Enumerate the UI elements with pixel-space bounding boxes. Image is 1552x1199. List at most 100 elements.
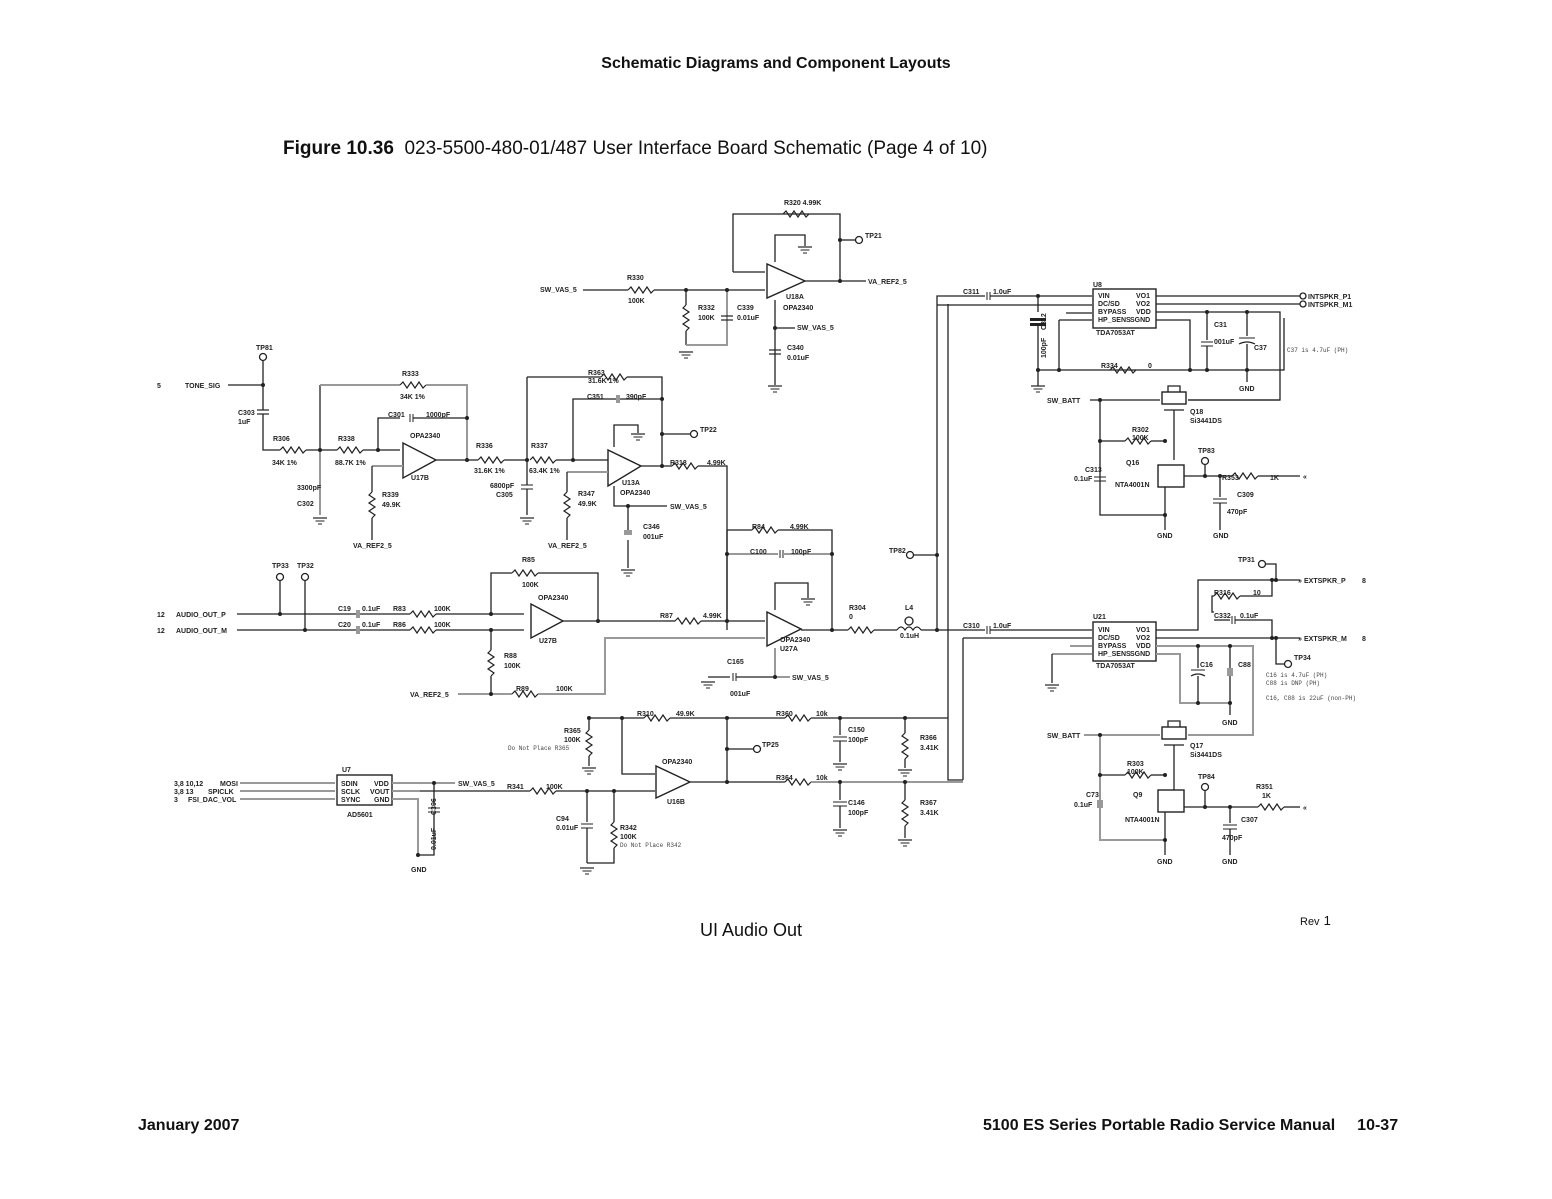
c301-value: 1000pF xyxy=(426,412,451,419)
net-fsi-dac-vol: FSI_DAC_VOL xyxy=(188,797,237,804)
rev-value: 1 xyxy=(1323,913,1331,928)
c346-value: 001uF xyxy=(643,534,664,541)
tp25-label: TP25 xyxy=(762,742,779,749)
tp34-label: TP34 xyxy=(1294,655,1311,662)
net-sw-vas-4: SW_VAS_5 xyxy=(792,675,829,682)
u21-amplifier-section: C310 1.0uF U21 VIN DC/SD BYPASS HP_SENS … xyxy=(962,557,1366,780)
r367-label: R367 xyxy=(920,800,937,807)
r338-label: R338 xyxy=(338,436,355,443)
u7-pin-vdd: VDD xyxy=(374,781,389,788)
c309-value: 470pF xyxy=(1227,509,1248,516)
r302-value: 100K xyxy=(1132,435,1149,442)
c94-value: 0.01uF xyxy=(556,825,579,832)
c146-value: 100pF xyxy=(848,810,869,817)
u7-pin-gnd: GND xyxy=(374,797,390,804)
r364-label: R364 xyxy=(776,775,793,782)
c100-label: C100 xyxy=(750,549,767,556)
r342-value: 100K xyxy=(620,834,637,841)
net-tone-sig: TONE_SIG xyxy=(185,383,221,390)
u8-amplifier-section: C311 1.0uF U8 VIN DC/SD BYPASS HP_SENS V… xyxy=(936,282,1352,781)
u8-label: U8 xyxy=(1093,282,1102,289)
r341-label: R341 xyxy=(507,784,524,791)
q9-label: Q9 xyxy=(1133,792,1142,799)
c340-label: C340 xyxy=(787,345,804,352)
r304-label: R304 xyxy=(849,605,866,612)
extspkr-p-pin: 8 xyxy=(1362,578,1366,585)
r89-label: R89 xyxy=(516,686,529,693)
c306-value: 0.01uF xyxy=(431,827,438,850)
u7-pin-sclk: SCLK xyxy=(341,789,360,796)
r332-label: R332 xyxy=(698,305,715,312)
r364-value: 10k xyxy=(816,775,828,782)
r336-value: 31.6K 1% xyxy=(474,468,506,475)
r338-value: 88.7K 1% xyxy=(335,460,367,467)
input-arrow-2: « xyxy=(1303,805,1307,812)
u13a-label: U13A xyxy=(622,480,640,487)
r330-label: R330 xyxy=(627,275,644,282)
l4-label: L4 xyxy=(905,605,913,612)
tp32-label: TP32 xyxy=(297,563,314,570)
tp33-label: TP33 xyxy=(272,563,289,570)
sheet-title: UI Audio Out xyxy=(700,920,803,940)
c332-value: 0.1uF xyxy=(1240,613,1259,620)
u7-type: AD5601 xyxy=(347,812,373,819)
u21-type: TDA7053AT xyxy=(1096,663,1135,670)
tp82-label: TP82 xyxy=(889,548,906,555)
r83-label: R83 xyxy=(393,606,406,613)
r347-value: 49.9K xyxy=(578,501,597,508)
r360-label: R360 xyxy=(776,711,793,718)
u7-pin-sync: SYNC xyxy=(341,797,360,804)
tone-filter-section: 5 TONE_SIG TP81 C303 1uF R306 34K 1% R33… xyxy=(157,345,728,630)
net-va-ref2-b: VA_REF2_5 xyxy=(548,543,587,550)
c20-value: 0.1uF xyxy=(362,622,381,629)
u8-pin-vo1: VO1 xyxy=(1136,293,1150,300)
c346-label: C346 xyxy=(643,524,660,531)
c31-value: 001uF xyxy=(1214,339,1235,346)
c94-label: C94 xyxy=(556,816,569,823)
c307-label: C307 xyxy=(1241,817,1258,824)
r84-label: R84 xyxy=(752,524,765,531)
r89-value: 100K xyxy=(556,686,573,693)
u8-pin-dcsd: DC/SD xyxy=(1098,301,1120,308)
c20-label: C20 xyxy=(338,622,351,629)
c311-label: C311 xyxy=(963,289,979,296)
r302-label: R302 xyxy=(1132,427,1149,434)
c302-label: C302 xyxy=(297,501,314,508)
r85-label: R85 xyxy=(522,557,535,564)
r85-value: 100K xyxy=(522,582,539,589)
net-spiclk: SPICLK xyxy=(208,789,234,796)
r365-value: 100K xyxy=(564,737,581,744)
c305-label: C305 xyxy=(496,492,513,499)
page-number: 10-37 xyxy=(1357,1117,1399,1134)
footer-date: January 2007 xyxy=(138,1117,240,1134)
q18-value: Si3441DS xyxy=(1190,418,1222,425)
c19-value: 0.1uF xyxy=(362,606,381,613)
c73-label: C73 xyxy=(1086,792,1099,799)
rev-label: Rev xyxy=(1300,916,1320,928)
r310-label: R310 xyxy=(637,711,654,718)
r310-value: 49.9K xyxy=(676,711,695,718)
c310-value: 1.0uF xyxy=(993,623,1012,630)
r320-label: R320 4.99K xyxy=(784,200,821,207)
r318-value: 4.99K xyxy=(707,460,726,467)
net-sw-vas-2: SW_VAS_5 xyxy=(797,325,834,332)
u17b-type: OPA2340 xyxy=(410,433,440,440)
u8-type: TDA7053AT xyxy=(1096,330,1135,337)
u18a-label: U18A xyxy=(786,294,804,301)
u13a-type: OPA2340 xyxy=(620,490,650,497)
r365-label: R365 xyxy=(564,728,581,735)
r318-label: R318 xyxy=(670,460,687,467)
net-intspkr-p: INTSPKR_P1 xyxy=(1308,294,1351,301)
c302-value: 3300pF xyxy=(297,485,322,492)
gnd-label-6: GND xyxy=(1222,859,1238,866)
r366-label: R366 xyxy=(920,735,937,742)
q18-switch-section: SW_BATT Q18 Si3441DS R302 100K Q16 NTA40… xyxy=(1047,385,1307,540)
gnd-label-5: GND xyxy=(1157,859,1173,866)
footer-manual: 5100 ES Series Portable Radio Service Ma… xyxy=(983,1117,1398,1135)
c303-label: C303 xyxy=(238,410,255,417)
net-va-ref2-a: VA_REF2_5 xyxy=(353,543,392,550)
c313-label: C313 xyxy=(1085,467,1102,474)
r306-value: 34K 1% xyxy=(272,460,298,467)
c313-value: 0.1uF xyxy=(1074,476,1093,483)
